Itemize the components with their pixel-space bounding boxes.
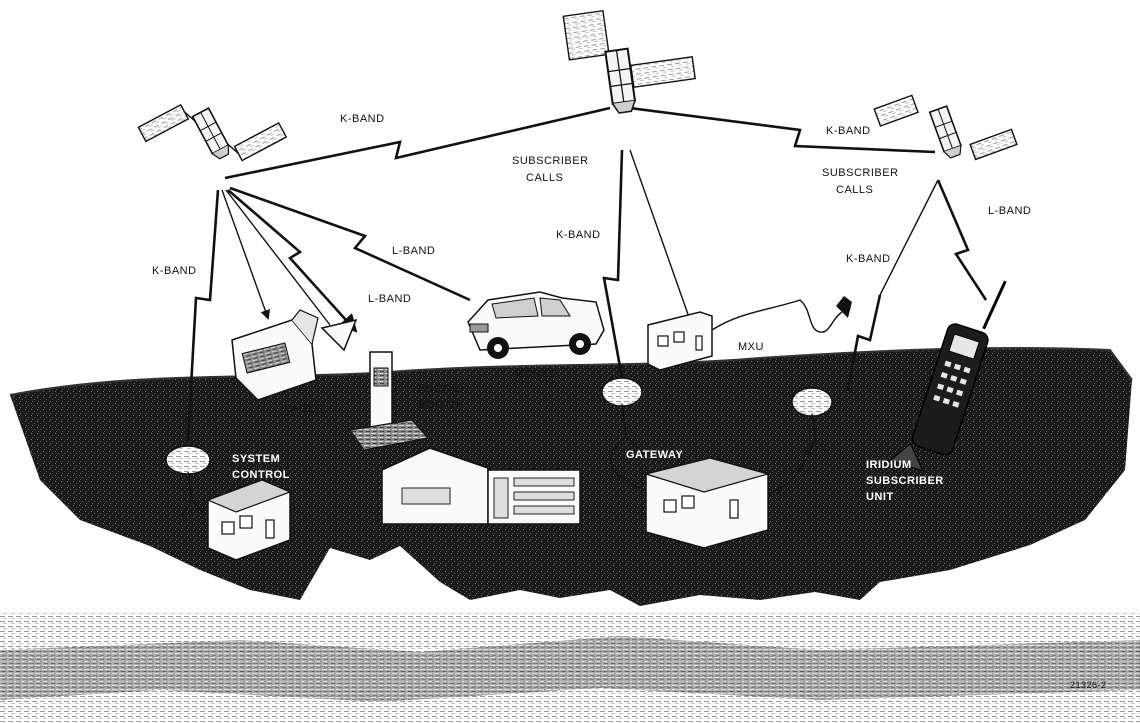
- label-subscriber-calls-right-line1: SUBSCRIBER: [822, 167, 899, 179]
- label-iridium-subscriber-unit-line1: IRIDIUM: [866, 459, 912, 471]
- label-phone-booth-line2: BOOTH: [418, 399, 460, 411]
- label-subscriber-calls-center-line2: CALLS: [526, 172, 563, 184]
- solar-panel: [970, 129, 1017, 159]
- solar-panel: [563, 11, 609, 60]
- label-k-band-crosslink-right: K-BAND: [826, 125, 871, 137]
- label-subscriber-calls-right-line2: CALLS: [836, 184, 873, 196]
- label-system-control-line1: SYSTEM: [232, 453, 280, 465]
- label-l-band-booth: L-BAND: [368, 293, 411, 305]
- label-iridium-subscriber-unit-line3: UNIT: [866, 491, 894, 503]
- label-k-band-subscriber: K-BAND: [846, 253, 891, 265]
- label-mxu: MXU: [738, 341, 764, 353]
- label-k-band-gateway: K-BAND: [556, 229, 601, 241]
- link-left-to-pager: [222, 190, 268, 318]
- label-phone-booth-line1: PHONE: [418, 383, 460, 395]
- satellite-center: [563, 0, 698, 119]
- label-pager: PAGER: [284, 403, 324, 415]
- link-center-to-mxu: [630, 150, 690, 320]
- mobile-car: [468, 292, 604, 359]
- label-k-band-system-control: K-BAND: [152, 265, 197, 277]
- label-system-control-line2: CONTROL: [232, 469, 290, 481]
- label-mobile: MOBILE: [514, 368, 559, 380]
- solar-panel: [138, 105, 188, 142]
- label-l-band-handset: L-BAND: [988, 205, 1031, 217]
- solar-panel: [874, 95, 918, 126]
- link-left-to-phone-booth: [226, 190, 330, 325]
- satellite-left: [138, 68, 286, 196]
- link-satellite-left-to-center: [225, 108, 610, 178]
- label-subscriber-calls-center-line1: SUBSCRIBER: [512, 155, 589, 167]
- label-l-band-mobile: L-BAND: [392, 245, 435, 257]
- figure-number: 21326-2: [1070, 680, 1107, 690]
- terrain: [0, 348, 1140, 722]
- label-k-band-crosslink-left: K-BAND: [340, 113, 385, 125]
- label-gateway: GATEWAY: [626, 449, 683, 461]
- solar-panel: [235, 123, 287, 161]
- label-iridium-subscriber-unit-line2: SUBSCRIBER: [866, 475, 944, 487]
- solar-panel: [631, 57, 695, 87]
- link-left-to-mobile: [230, 188, 470, 300]
- link-center-to-gateway: [604, 150, 622, 378]
- link-right-to-gateway: [880, 180, 938, 295]
- link-right-to-subscriber-unit: [938, 180, 986, 300]
